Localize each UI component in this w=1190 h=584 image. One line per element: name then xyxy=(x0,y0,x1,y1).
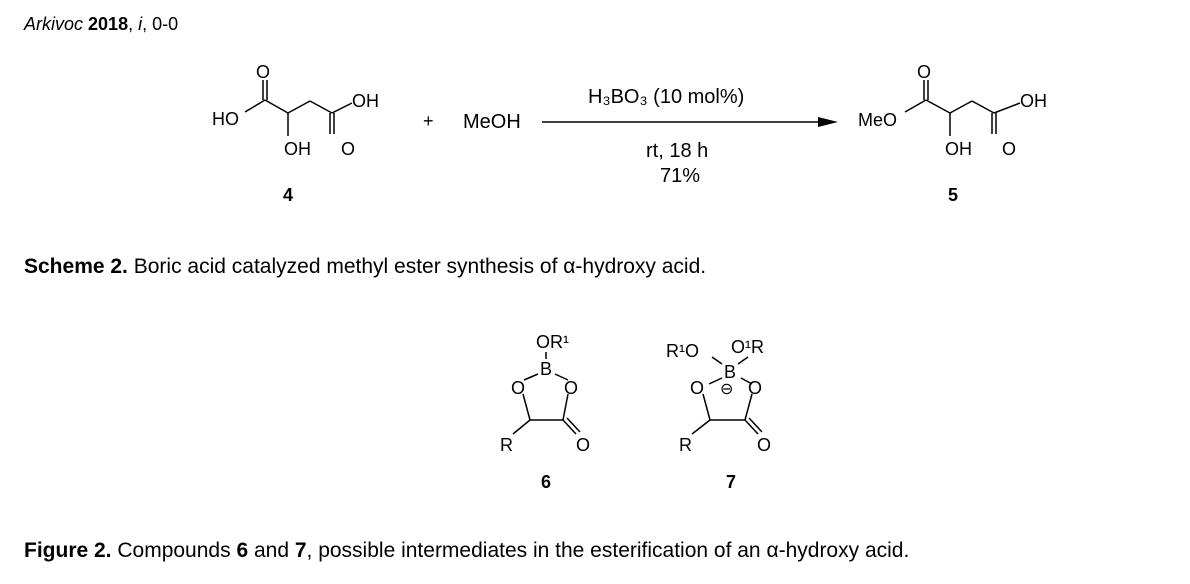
o1r-label: O¹R xyxy=(731,337,764,357)
hydroxyl-label: HO xyxy=(212,109,239,129)
reagent-label: H₃BO₃ (10 mol%) xyxy=(588,86,744,108)
hydroxyl-label: OH xyxy=(1020,91,1047,111)
conditions-label: rt, 18 h xyxy=(646,140,708,162)
boron-label: B xyxy=(724,362,736,382)
methanol-label: MeOH xyxy=(463,111,521,133)
figure-caption: Figure 2. Compounds 6 and 7, possible in… xyxy=(24,539,910,562)
compound-number: 6 xyxy=(541,472,551,492)
scheme-caption-text: Boric acid catalyzed methyl ester synthe… xyxy=(127,255,707,278)
r1o-label: R¹O xyxy=(666,341,699,361)
scheme-caption: Scheme 2. Boric acid catalyzed methyl es… xyxy=(24,255,706,279)
scheme-caption-label: Scheme 2. xyxy=(24,255,128,278)
compound-number: 5 xyxy=(948,185,958,205)
ring-o-label: O xyxy=(748,378,762,398)
carbonyl-o-label: O xyxy=(757,435,771,455)
journal-year: 2018 xyxy=(88,14,129,34)
carbonyl-o-label: O xyxy=(341,139,355,159)
carbonyl-o-label: O xyxy=(917,62,931,82)
carbonyl-o-label: O xyxy=(256,62,270,82)
carbonyl-o-label: O xyxy=(1002,139,1016,159)
compound-ref: 6 xyxy=(236,539,249,562)
hydroxyl-label: OH xyxy=(352,91,379,111)
reaction-arrowhead xyxy=(818,117,838,127)
compound-ref: 7 xyxy=(294,539,307,562)
negative-charge-icon: ⊖ xyxy=(720,381,733,398)
r-group-label: R xyxy=(500,435,513,455)
methoxy-label: MeO xyxy=(858,110,897,130)
plus-sign: + xyxy=(423,111,434,131)
journal-pages: , 0-0 xyxy=(142,14,179,34)
compound-number: 4 xyxy=(283,185,293,205)
figure-caption-label: Figure 2. xyxy=(24,539,112,562)
compound-number: 7 xyxy=(726,472,736,492)
carbonyl-o-label: O xyxy=(576,435,590,455)
r-group-label: R xyxy=(679,435,692,455)
yield-label: 71% xyxy=(660,165,700,187)
hydroxyl-label: OH xyxy=(945,139,972,159)
running-header: Arkivoc 2018, i, 0-0 xyxy=(24,14,179,34)
boron-label: B xyxy=(540,359,552,379)
hydroxyl-label: OH xyxy=(284,139,311,159)
ring-o-label: O xyxy=(511,378,525,398)
journal-issue: i xyxy=(138,14,143,34)
journal-name: Arkivoc xyxy=(24,14,84,34)
or1-label: OR¹ xyxy=(536,332,569,352)
ring-o-label: O xyxy=(564,378,578,398)
ring-o-label: O xyxy=(690,378,704,398)
